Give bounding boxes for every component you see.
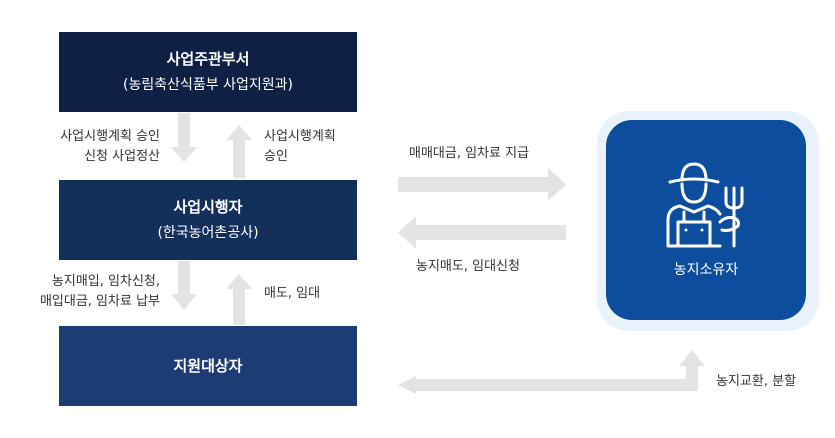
exec-subtitle: (한국농어촌공사) xyxy=(157,225,259,241)
arrow-up-target-exec xyxy=(226,274,252,325)
label-exec-to-dept: 사업시행계획 승인 신청 사업정산 xyxy=(60,129,160,164)
label-exec-to-target: 매도, 임대 xyxy=(264,286,321,301)
label-exec-to-owner: 매매대금, 임차료 지급 xyxy=(409,146,530,161)
exec-box: 사업시행자 (한국농어촌공사) xyxy=(59,180,357,260)
dept-title: 사업주관부서 xyxy=(166,50,250,68)
exec-title: 사업시행자 xyxy=(173,198,243,216)
owner-box xyxy=(606,120,806,320)
arrow-down-exec-target xyxy=(171,261,197,310)
label-target-to-exec: 농지매입, 임차신청, 매입대금, 임차료 납부 xyxy=(39,274,160,309)
owner-title: 농지소유자 xyxy=(673,262,739,278)
label-owner-to-exec: 농지매도, 임대신청 xyxy=(416,259,520,274)
arrow-left-owner-exec xyxy=(398,216,566,249)
target-box: 지원대상자 xyxy=(59,326,357,406)
arrow-down-dept-exec xyxy=(171,113,197,162)
label-target-owner: 농지교환, 분할 xyxy=(716,374,797,389)
farmer-with-pitchfork-icon xyxy=(666,162,744,248)
label-dept-to-exec: 사업시행계획 승인 xyxy=(264,129,336,164)
arrow-right-exec-owner xyxy=(398,168,566,201)
arrow-up-exec-dept xyxy=(226,125,252,178)
dept-box: 사업주관부서 (농림축산식품부 사업지원과) xyxy=(59,32,357,112)
arrow-elbow-target-owner xyxy=(398,350,705,394)
dept-subtitle: (농림축산식품부 사업지원과) xyxy=(123,77,293,93)
target-title: 지원대상자 xyxy=(173,357,243,375)
